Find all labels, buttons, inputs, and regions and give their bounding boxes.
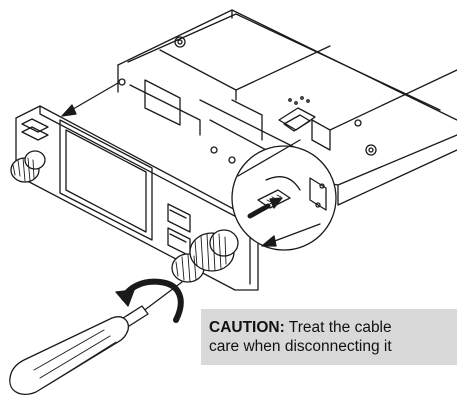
connector-detail-circle: [231, 139, 337, 251]
caution-notice: CAUTION: Treat the cable care when disco…: [201, 309, 457, 365]
left-knob: [10, 150, 46, 183]
straight-arrow-icon: [61, 82, 119, 117]
curved-rotation-arrow-icon: [115, 278, 184, 323]
caution-label: CAUTION:: [209, 319, 285, 336]
insert-arrow-icon: [247, 197, 283, 219]
right-knob: [171, 229, 239, 283]
pull-arrow-icon: [261, 223, 321, 247]
screwdriver: [9, 281, 183, 395]
mounting-rack: [117, 9, 457, 206]
caution-line-2: care when disconnecting it: [209, 338, 392, 355]
caution-line-1-text: Treat the cable: [284, 319, 392, 336]
caution-line-1: CAUTION: Treat the cable: [209, 318, 457, 337]
